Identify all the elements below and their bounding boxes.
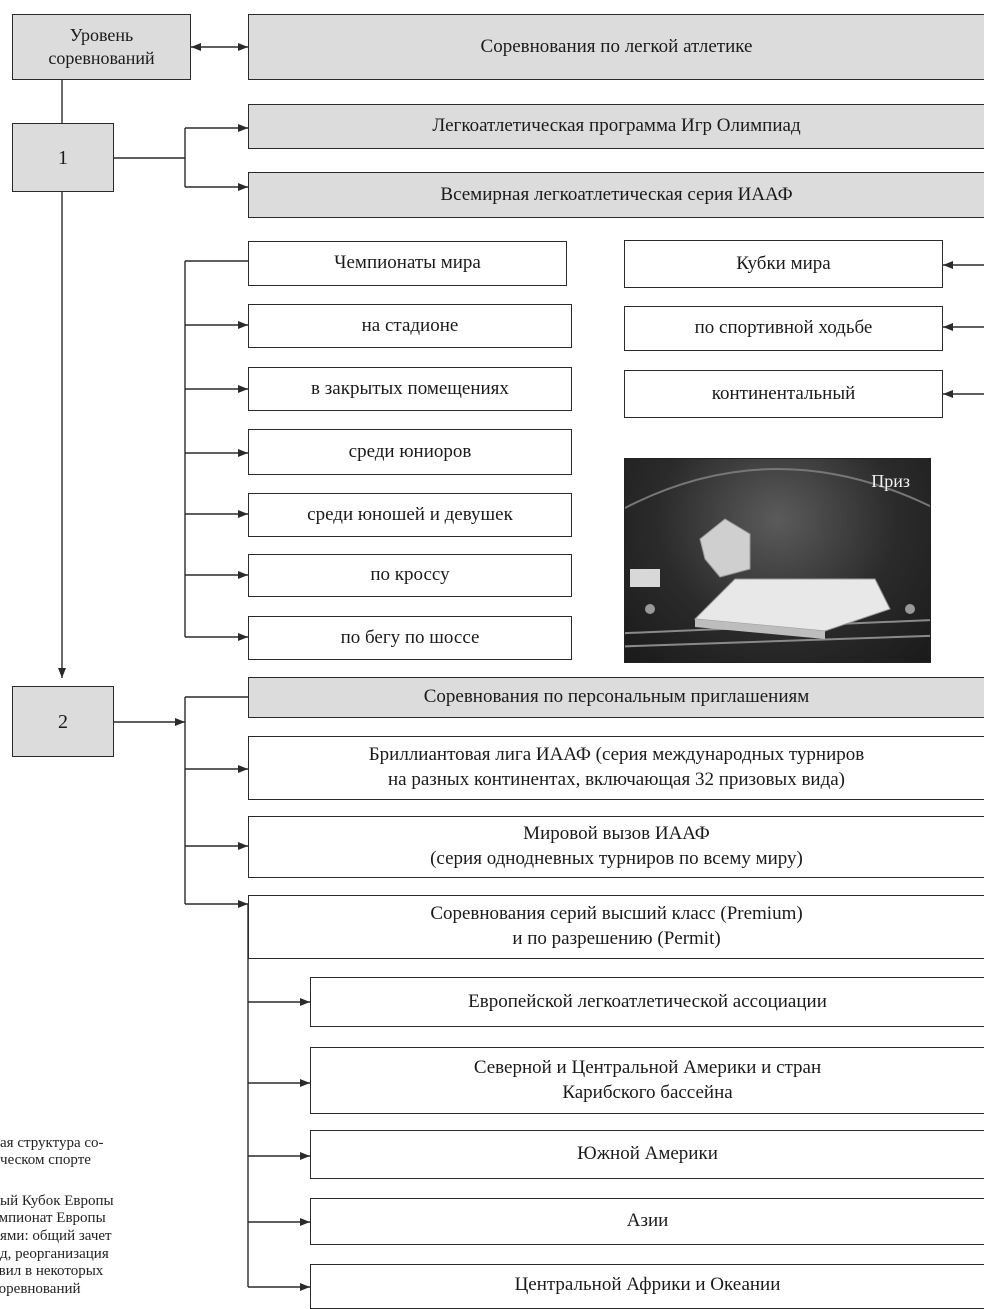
prize-photo: Приз: [624, 458, 931, 663]
championship-item-text: по бегу по шоссе: [340, 626, 480, 648]
body-text-fragment: ный Кубок Европы емпионат Европы иями: о…: [0, 1175, 262, 1299]
invitation-competitions-text: Соревнования по персональным приглашения…: [423, 686, 810, 708]
premium-permit-text: Соревнования серий высший класс (Premium…: [430, 903, 803, 949]
invitation-competitions-box: Соревнования по персональным приглашения…: [248, 677, 984, 718]
cup-item-text: континентальный: [711, 382, 856, 404]
championship-item-youth: среди юношей и девушек: [248, 493, 572, 537]
caption-text: ная структура со- ическом спорте: [0, 1134, 104, 1169]
championship-item-road: по бегу по шоссе: [248, 616, 572, 660]
championship-item-juniors: среди юниоров: [248, 429, 572, 475]
level-2-text: 2: [58, 710, 68, 733]
iaaf-world-series-box: Всемирная легкоатлетическая серия ИААФ: [248, 172, 984, 218]
championship-item-stadium: на стадионе: [248, 304, 572, 348]
region-africa-oceania-box: Центральной Африки и Океании: [310, 1264, 984, 1309]
cup-item-text: по спортивной ходьбе: [694, 317, 873, 339]
region-text: Центральной Африки и Океании: [514, 1274, 781, 1295]
olympic-program-box: Легкоатлетическая программа Игр Олимпиад: [248, 104, 984, 149]
diamond-league-text: Бриллиантовая лига ИААФ (серия междунаро…: [368, 744, 865, 790]
figure-caption-fragment: ная структура со- ическом спорте: [0, 1117, 262, 1170]
level-label-box: Уровень соревнований: [12, 14, 191, 80]
world-cups-box: Кубки мира: [624, 240, 943, 288]
body-text: ный Кубок Европы емпионат Европы иями: о…: [0, 1192, 114, 1298]
region-text: Южной Америки: [577, 1143, 718, 1165]
championship-item-text: среди юниоров: [348, 440, 472, 462]
premium-permit-box: Соревнования серий высший класс (Premium…: [248, 895, 984, 959]
championship-item-cross: по кроссу: [248, 554, 572, 597]
diamond-league-box: Бриллиантовая лига ИААФ (серия междунаро…: [248, 736, 984, 800]
athletics-competitions-box: Соревнования по легкой атлетике: [248, 14, 984, 80]
world-challenge-box: Мировой вызов ИААФ (серия однодневных ту…: [248, 816, 984, 878]
prize-photo-drawing: [625, 468, 930, 648]
championship-item-text: на стадионе: [361, 314, 459, 336]
level-1-text: 1: [58, 146, 68, 169]
level-2-box: 2: [12, 686, 114, 757]
region-text: Северной и Центральной Америки и стран К…: [473, 1056, 822, 1103]
championship-item-text: по кроссу: [370, 564, 450, 586]
iaaf-world-series-text: Всемирная легкоатлетическая серия ИААФ: [440, 183, 793, 205]
level-1-box: 1: [12, 123, 114, 192]
region-text: Европейской легкоатлетической ассоциации: [468, 990, 827, 1012]
world-championships-box: Чемпионаты мира: [248, 241, 567, 286]
championship-item-text: среди юношей и девушек: [307, 503, 513, 525]
region-north-central-america-box: Северной и Центральной Америки и стран К…: [310, 1047, 984, 1114]
world-cups-text: Кубки мира: [736, 252, 831, 274]
world-challenge-text: Мировой вызов ИААФ (серия однодневных ту…: [430, 823, 803, 869]
region-asia-box: Азии: [310, 1198, 984, 1245]
region-europe-box: Европейской легкоатлетической ассоциации: [310, 977, 984, 1027]
athletics-competitions-text: Соревнования по легкой атлетике: [480, 35, 753, 57]
cup-item-race-walking: по спортивной ходьбе: [624, 306, 943, 351]
world-championships-text: Чемпионаты мира: [334, 252, 481, 274]
region-south-america-box: Южной Америки: [310, 1130, 984, 1179]
olympic-program-text: Легкоатлетическая программа Игр Олимпиад: [432, 115, 801, 137]
prize-photo-label: Приз: [871, 471, 910, 491]
level-label-text: Уровень соревнований: [48, 24, 155, 68]
cup-item-continental: континентальный: [624, 370, 943, 418]
championship-item-text: в закрытых помещениях: [311, 377, 509, 399]
region-text: Азии: [626, 1210, 669, 1232]
championship-item-indoor: в закрытых помещениях: [248, 367, 572, 411]
